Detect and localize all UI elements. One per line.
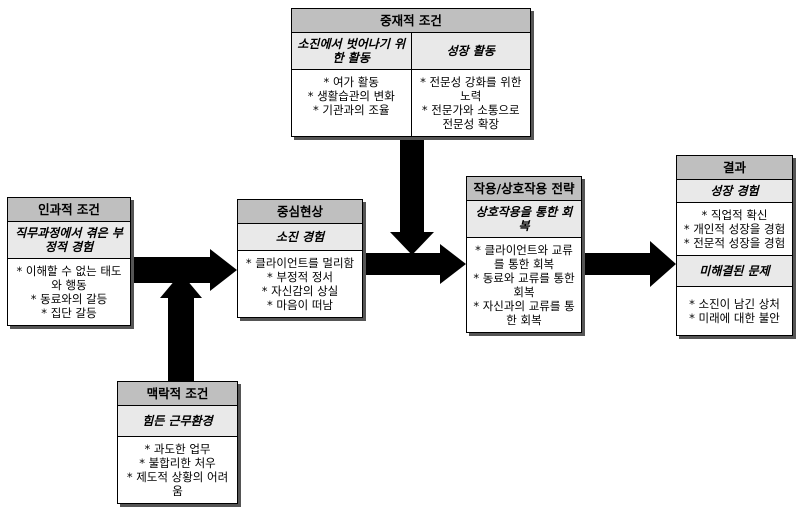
central-items: 클라이언트를 멀리함 부정적 정서 자신감의 상실 마음이 떠남 <box>238 251 362 317</box>
result-title: 결과 <box>677 156 792 180</box>
intervening-title: 중재적 조건 <box>292 9 530 33</box>
arrow-intervening-down <box>390 137 434 255</box>
arrow-central-to-action <box>363 244 466 284</box>
action-items: 클라이언트와 교류를 통한 회복 동료와 교류를 통한 회복 자신과의 교류를 … <box>467 238 581 332</box>
list-item: 자신감의 상실 <box>242 284 358 298</box>
central-title: 중심현상 <box>238 200 362 224</box>
central-phenomenon-box: 중심현상 소진 경험 클라이언트를 멀리함 부정적 정서 자신감의 상실 마음이… <box>237 199 363 318</box>
causal-condition-box: 인과적 조건 직무과정에서 겪은 부정적 경험 이해할 수 없는 태도와 행동 … <box>7 197 131 326</box>
list-item: 집단 갈등 <box>12 306 126 320</box>
causal-subtitle: 직무과정에서 겪은 부정적 경험 <box>8 222 130 259</box>
result-box: 결과 성장 경험 직업적 확신 개인적 성장을 경험 전문적 성장을 경험 미해… <box>676 155 793 336</box>
list-item: 클라이언트와 교류를 통한 회복 <box>471 243 577 271</box>
intervening-left-subtitle: 소진에서 벗어나기 위한 활동 <box>292 33 411 70</box>
list-item: 직업적 확신 <box>681 208 788 222</box>
arrow-context-to-main <box>160 273 202 382</box>
list-item: 소진이 남긴 상처 <box>681 297 788 311</box>
central-subtitle: 소진 경험 <box>238 224 362 251</box>
result-subtitle-unresolved: 미해결된 문제 <box>677 255 792 287</box>
causal-items: 이해할 수 없는 태도와 행동 동료와의 갈등 집단 갈등 <box>8 259 130 325</box>
intervening-right-column: 성장 활동 전문성 강화를 위한 노력 전문가와 소통으로 전문성 확장 <box>410 33 531 136</box>
list-item: 기관과의 조율 <box>296 103 407 117</box>
contextual-title: 맥락적 조건 <box>118 382 237 406</box>
intervening-right-subtitle: 성장 활동 <box>411 33 530 70</box>
list-item: 여가 활동 <box>296 75 407 89</box>
action-title: 작용/상호작용 전략 <box>467 177 581 201</box>
list-item: 전문적 성장을 경험 <box>681 236 788 250</box>
action-strategy-box: 작용/상호작용 전략 상호작용을 통한 회복 클라이언트와 교류를 통한 회복 … <box>466 176 582 333</box>
list-item: 동료와 교류를 통한 회복 <box>471 271 577 299</box>
result-growth-items: 직업적 확신 개인적 성장을 경험 전문적 성장을 경험 <box>677 203 792 255</box>
intervening-columns: 소진에서 벗어나기 위한 활동 여가 활동 생활습관의 변화 기관과의 조율 성… <box>292 33 530 136</box>
intervening-left-column: 소진에서 벗어나기 위한 활동 여가 활동 생활습관의 변화 기관과의 조율 <box>292 33 411 136</box>
list-item: 전문성 강화를 위한 노력 <box>416 75 527 103</box>
list-item: 생활습관의 변화 <box>296 89 407 103</box>
causal-title: 인과적 조건 <box>8 198 130 222</box>
contextual-condition-box: 맥락적 조건 힘든 근무환경 과도한 업무 불합리한 처우 제도적 상황의 어려… <box>117 381 238 504</box>
list-item: 동료와의 갈등 <box>12 292 126 306</box>
action-subtitle: 상호작용을 통한 회복 <box>467 201 581 238</box>
contextual-items: 과도한 업무 불합리한 처우 제도적 상황의 어려움 <box>118 437 237 503</box>
intervening-left-items: 여가 활동 생활습관의 변화 기관과의 조율 <box>292 70 411 122</box>
list-item: 개인적 성장을 경험 <box>681 222 788 236</box>
list-item: 클라이언트를 멀리함 <box>242 256 358 270</box>
result-subtitle-growth: 성장 경험 <box>677 180 792 203</box>
contextual-subtitle: 힘든 근무환경 <box>118 406 237 437</box>
list-item: 전문가와 소통으로 전문성 확장 <box>416 103 527 131</box>
list-item: 불합리한 처우 <box>122 456 233 470</box>
arrow-action-to-result <box>582 241 676 287</box>
list-item: 제도적 상황의 어려움 <box>122 470 233 498</box>
arrow-causal-to-central <box>130 249 237 291</box>
result-unresolved-items: 소진이 남긴 상처 미래에 대한 불안 <box>677 287 792 335</box>
list-item: 미래에 대한 불안 <box>681 311 788 325</box>
list-item: 이해할 수 없는 태도와 행동 <box>12 264 126 292</box>
list-item: 부정적 정서 <box>242 270 358 284</box>
intervening-right-items: 전문성 강화를 위한 노력 전문가와 소통으로 전문성 확장 <box>412 70 531 136</box>
list-item: 과도한 업무 <box>122 442 233 456</box>
intervening-condition-box: 중재적 조건 소진에서 벗어나기 위한 활동 여가 활동 생활습관의 변화 기관… <box>291 8 531 137</box>
list-item: 자신과의 교류를 통한 회복 <box>471 299 577 327</box>
list-item: 마음이 떠남 <box>242 298 358 312</box>
